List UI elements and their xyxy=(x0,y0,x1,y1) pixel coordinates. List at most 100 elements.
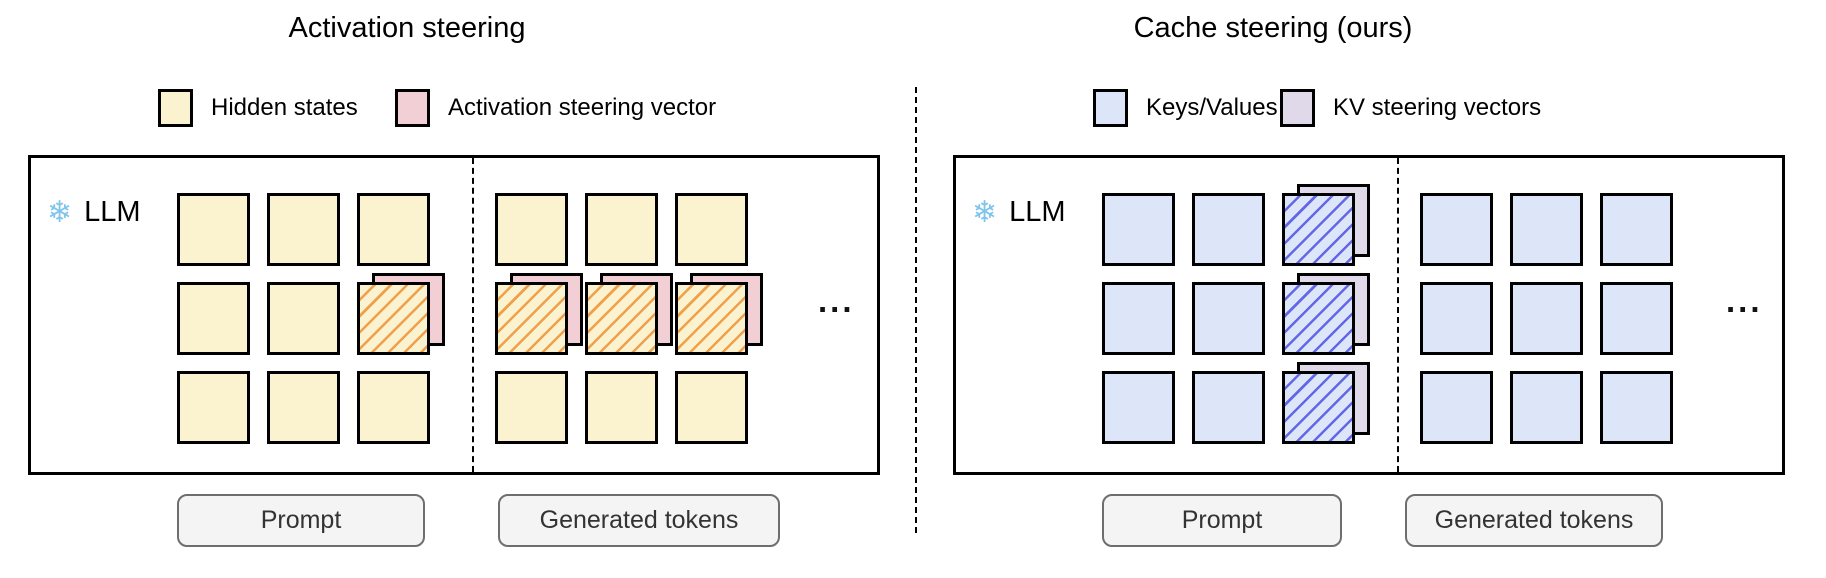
token-square xyxy=(585,193,658,266)
token-cell xyxy=(585,193,658,266)
token-cell xyxy=(267,371,340,444)
token-square xyxy=(675,371,748,444)
token-cell-steered xyxy=(1282,184,1370,266)
token-square xyxy=(1510,282,1583,355)
snowflake-icon: ❄ xyxy=(972,195,998,229)
model-label: ❄ LLM xyxy=(972,196,1066,229)
token-square xyxy=(267,282,340,355)
token-square xyxy=(357,193,430,266)
token-cell xyxy=(1102,282,1175,355)
token-cell xyxy=(495,371,568,444)
token-square xyxy=(585,371,658,444)
token-square xyxy=(1102,193,1175,266)
token-square xyxy=(177,193,250,266)
token-cell xyxy=(1600,282,1673,355)
token-square-hatched xyxy=(1282,193,1355,266)
token-square xyxy=(1192,371,1265,444)
token-square xyxy=(1600,193,1673,266)
llm-label: LLM xyxy=(84,196,141,228)
token-square-hatched xyxy=(357,282,430,355)
token-square xyxy=(267,371,340,444)
token-cell-steered xyxy=(1282,273,1370,355)
token-cell-steered xyxy=(585,273,673,355)
legend-item-kv-steering-vectors: KV steering vectors xyxy=(1280,88,1541,128)
token-cell xyxy=(1192,371,1265,444)
token-square xyxy=(177,371,250,444)
token-square xyxy=(1510,371,1583,444)
token-square xyxy=(1102,282,1175,355)
token-cell xyxy=(1510,371,1583,444)
token-cell xyxy=(267,282,340,355)
token-square xyxy=(1510,193,1583,266)
llm-box: ❄ LLM xyxy=(953,155,1785,475)
model-label: ❄ LLM xyxy=(47,196,141,229)
generated-tokens-label: Generated tokens xyxy=(498,494,780,547)
token-cell-steered xyxy=(1282,362,1370,444)
token-cell xyxy=(357,193,430,266)
token-square xyxy=(357,371,430,444)
token-cell xyxy=(1102,193,1175,266)
token-square-hatched xyxy=(675,282,748,355)
token-cell xyxy=(1192,282,1265,355)
legend-label: KV steering vectors xyxy=(1333,94,1542,121)
token-cell xyxy=(495,193,568,266)
token-cell xyxy=(177,282,250,355)
llm-label: LLM xyxy=(1009,196,1066,228)
token-square-hatched xyxy=(1282,371,1355,444)
continuation-ellipsis: ... xyxy=(1726,282,1763,319)
token-cell xyxy=(1510,193,1583,266)
legend-label: Keys/Values xyxy=(1146,94,1278,121)
token-square xyxy=(267,193,340,266)
keys-values-swatch xyxy=(1093,89,1128,127)
prompt-token-grid xyxy=(177,193,445,444)
token-square-hatched xyxy=(495,282,568,355)
token-cell xyxy=(585,371,658,444)
token-cell-steered xyxy=(357,273,445,355)
token-square xyxy=(1420,371,1493,444)
prompt-generated-divider xyxy=(1397,158,1399,472)
token-cell xyxy=(177,193,250,266)
panel-title: Cache steering (ours) xyxy=(1133,12,1413,44)
kv-steering-vectors-swatch xyxy=(1280,89,1315,127)
token-square xyxy=(495,371,568,444)
token-cell xyxy=(1510,282,1583,355)
token-cell xyxy=(1420,282,1493,355)
token-square xyxy=(177,282,250,355)
token-square xyxy=(1192,193,1265,266)
token-cell xyxy=(267,193,340,266)
token-cell xyxy=(1420,371,1493,444)
token-cell xyxy=(1420,193,1493,266)
token-cell xyxy=(1192,193,1265,266)
token-square xyxy=(1600,282,1673,355)
token-cell-steered xyxy=(675,273,763,355)
hidden-states-swatch xyxy=(158,89,193,127)
token-cell xyxy=(1600,193,1673,266)
token-square xyxy=(1192,282,1265,355)
generated-token-grid xyxy=(1420,193,1673,444)
panel-separator-line xyxy=(915,87,917,533)
token-square xyxy=(1600,371,1673,444)
panel-title: Activation steering xyxy=(288,12,526,44)
token-cell xyxy=(177,371,250,444)
snowflake-icon: ❄ xyxy=(47,195,73,229)
activation-steering-vector-swatch xyxy=(395,89,430,127)
token-cell-steered xyxy=(495,273,583,355)
generated-tokens-label: Generated tokens xyxy=(1405,494,1663,547)
generated-token-grid xyxy=(495,193,763,444)
legend-item-hidden-states: Hidden states xyxy=(158,88,358,128)
legend-label: Activation steering vector xyxy=(448,94,717,121)
legend-label: Hidden states xyxy=(211,94,358,121)
token-square xyxy=(1420,193,1493,266)
token-cell xyxy=(675,371,748,444)
legend-item-activation-steering-vector: Activation steering vector xyxy=(395,88,716,128)
token-cell xyxy=(357,371,430,444)
token-square xyxy=(675,193,748,266)
continuation-ellipsis: ... xyxy=(818,282,855,319)
token-cell xyxy=(1102,371,1175,444)
token-square-hatched xyxy=(585,282,658,355)
legend-item-keys-values: Keys/Values xyxy=(1093,88,1278,128)
token-square-hatched xyxy=(1282,282,1355,355)
token-cell xyxy=(675,193,748,266)
token-square xyxy=(495,193,568,266)
